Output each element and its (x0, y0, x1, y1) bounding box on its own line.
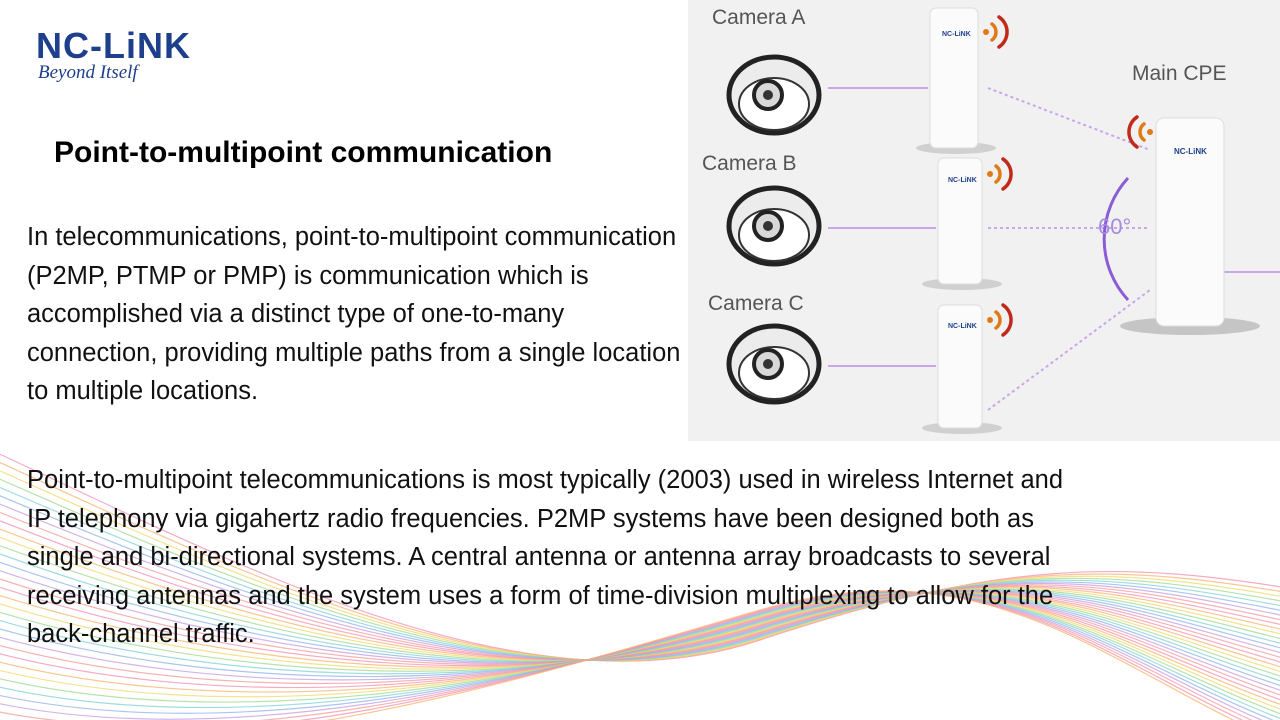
wave-line (0, 570, 1280, 664)
camera-links (828, 87, 1280, 367)
wave-line (0, 470, 1280, 662)
wave-line (0, 592, 1280, 701)
link-a (987, 87, 1151, 151)
wireless-links (987, 87, 1151, 411)
wave-line (0, 536, 1280, 662)
wave-line (0, 592, 1280, 705)
wave-line (0, 486, 1280, 661)
camera-c-icon (726, 323, 822, 405)
cpe-device-c: NC-LiNK (922, 304, 1002, 434)
wave-line (0, 591, 1275, 720)
paragraph-definition: In telecommunications, point-to-multipoi… (27, 223, 681, 405)
main-device-brand: NC-LiNK (1174, 147, 1207, 156)
camera-b-icon (726, 185, 822, 267)
wave-line (0, 511, 1280, 661)
cpe-device-b: NC-LiNK (922, 157, 1002, 290)
wave-line (0, 591, 1263, 720)
wave-line (0, 453, 1280, 662)
wave-line (0, 545, 1280, 662)
angle-arc (1102, 176, 1130, 302)
device-a-brand: NC-LiNK (942, 31, 971, 38)
wave-line (0, 592, 1280, 691)
signal-icon-a (983, 15, 1009, 49)
wave-line (0, 578, 1280, 665)
device-c-brand: NC-LiNK (948, 323, 977, 330)
paragraph-usage: Point-to-multipoint telecommunications i… (27, 466, 1064, 648)
wave-line (0, 553, 1280, 663)
wave-line (0, 591, 1280, 720)
signal-icon-main (1127, 115, 1153, 149)
wave-line (0, 478, 1280, 661)
wave-line (0, 592, 1280, 687)
wave-line (0, 592, 1280, 696)
wave-line (0, 591, 1280, 668)
wave-line (0, 592, 1280, 710)
p2mp-diagram: 60° Camera A Camera B (688, 0, 1280, 441)
wave-line (0, 586, 1280, 667)
camera-a-icon (726, 54, 822, 136)
wave-line (325, 590, 1235, 720)
camera-b-label: Camera B (702, 152, 797, 175)
wave-line (0, 590, 1244, 720)
camera-a-label: Camera A (712, 6, 805, 29)
wave-line (0, 592, 1280, 672)
wave-line (0, 495, 1280, 661)
angle-label: 60° (1098, 214, 1131, 239)
logo-brand: NC-LiNK (36, 25, 191, 66)
wave-line (0, 528, 1280, 661)
signal-icon-c (987, 303, 1013, 337)
link-c (987, 289, 1151, 411)
wave-line (0, 592, 1280, 715)
wave-line (0, 592, 1280, 677)
signal-icon-b (987, 157, 1013, 191)
main-cpe-device: NC-LiNK (1120, 117, 1260, 335)
wave-line (0, 461, 1280, 662)
nc-link-logo: NC-LiNK Beyond Itself (36, 26, 226, 86)
device-b-brand: NC-LiNK (948, 177, 977, 184)
main-cpe-label: Main CPE (1132, 62, 1227, 85)
diagram-canvas: 60° Camera A Camera B (702, 6, 1280, 434)
cpe-device-a: NC-LiNK (916, 7, 996, 154)
wave-line (0, 561, 1280, 663)
wave-line (0, 592, 1280, 682)
slide-title: Point-to-multipoint communication (54, 136, 553, 169)
wave-line (0, 590, 1253, 720)
logo-tagline: Beyond Itself (38, 62, 138, 83)
wave-line (0, 520, 1280, 661)
camera-c-label: Camera C (708, 292, 804, 315)
wave-line (0, 503, 1280, 661)
